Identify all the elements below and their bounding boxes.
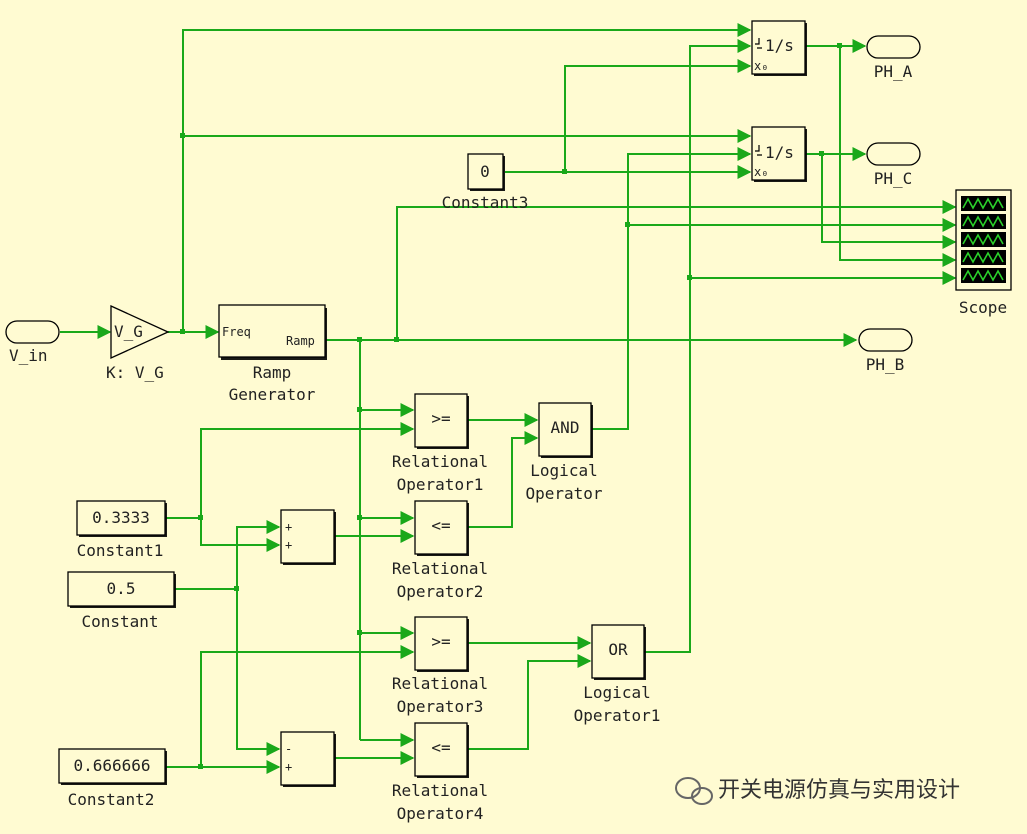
ramp-label-line2: Generator [229,385,316,404]
rel3-op: >= [431,632,450,651]
constant1-label: Constant1 [77,541,164,560]
gain-label: K: V_G [106,363,164,382]
ph-b-label: PH_B [866,355,905,374]
ramp-in-port: Freq [222,325,251,339]
constant1-block[interactable]: 0.3333 Constant1 [76,500,167,560]
constant3-block[interactable]: 0 Constant3 [442,153,529,212]
scope-block[interactable]: Scope [955,189,1012,317]
ramp-out-port: Ramp [286,334,315,348]
watermark-text: 开关电源仿真与实用设计 [718,778,960,803]
v-in-label: V_in [9,346,48,365]
rel3-label-line1: Relational [392,674,488,693]
rel1-label-line2: Operator1 [397,475,484,494]
wire-junctions [180,43,842,769]
sum2-sign1: - [285,742,292,756]
scope-label: Scope [959,298,1007,317]
ph-b-port[interactable]: PH_B [858,328,913,374]
sum1-block[interactable]: + + [280,509,336,565]
ph-a-port[interactable]: PH_A [866,35,921,81]
relational-operator4-block[interactable]: <= Relational Operator4 [392,722,488,823]
or-op: OR [608,640,628,659]
ph-a-label: PH_A [874,62,913,81]
relational-operator3-block[interactable]: >= Relational Operator3 [392,616,488,716]
rel1-label-line1: Relational [392,452,488,471]
relational-operator2-block[interactable]: <= Relational Operator2 [392,500,488,601]
integrator-a-block[interactable]: 1/s x₀ [751,20,807,76]
constant2-block[interactable]: 0.666666 Constant2 [58,748,167,809]
wechat-icon [675,777,713,805]
constant3-label: Constant3 [442,193,529,212]
ramp-label-line1: Ramp [253,363,292,382]
rel1-op: >= [431,409,450,428]
integrator-a-x0: x₀ [754,59,768,73]
sum1-sign2: + [285,538,292,552]
constant1-value: 0.3333 [92,508,150,527]
reset-icon [755,38,762,49]
integrator-c-block[interactable]: 1/s x₀ [751,126,807,182]
reset-icon [755,145,762,156]
integrator-c-inner: 1/s [765,143,794,162]
or-label-line1: Logical [583,683,650,702]
v-in-port[interactable]: V_in [5,320,60,365]
sum2-sign2: + [285,760,292,774]
integrator-a-inner: 1/s [765,36,794,55]
rel2-op: <= [431,516,450,535]
rel3-label-line2: Operator3 [397,697,484,716]
gain-inner-text: V_G [114,322,143,341]
relational-operator1-block[interactable]: >= Relational Operator1 [392,393,488,494]
rel4-op: <= [431,738,450,757]
and-label-line1: Logical [530,461,597,480]
constant2-value: 0.666666 [73,756,150,775]
gain-block[interactable]: V_G K: V_G [106,304,170,382]
and-op: AND [551,418,580,437]
logical-or-block[interactable]: OR Logical Operator1 [574,624,661,725]
sum1-sign1: + [285,520,292,534]
integrator-c-x0: x₀ [754,165,768,179]
ph-c-port[interactable]: PH_C [866,142,921,188]
rel4-label-line2: Operator4 [397,804,484,823]
watermark: 开关电源仿真与实用设计 [675,777,960,805]
ph-c-label: PH_C [874,169,913,188]
logical-and-block[interactable]: AND Logical Operator [525,402,603,503]
or-label-line2: Operator1 [574,706,661,725]
rel4-label-line1: Relational [392,781,488,800]
constant3-value: 0 [480,162,490,181]
constant-block[interactable]: 0.5 Constant [67,571,176,631]
constant-label: Constant [81,612,158,631]
and-label-line2: Operator [525,484,602,503]
signal-wires [60,23,957,774]
constant2-label: Constant2 [68,790,155,809]
rel2-label-line1: Relational [392,559,488,578]
scope-screens [961,196,1006,283]
sum2-block[interactable]: - + [280,731,336,787]
rel2-label-line2: Operator2 [397,582,484,601]
constant-value: 0.5 [107,579,136,598]
ramp-generator-block[interactable]: Freq Ramp Ramp Generator [218,304,327,404]
